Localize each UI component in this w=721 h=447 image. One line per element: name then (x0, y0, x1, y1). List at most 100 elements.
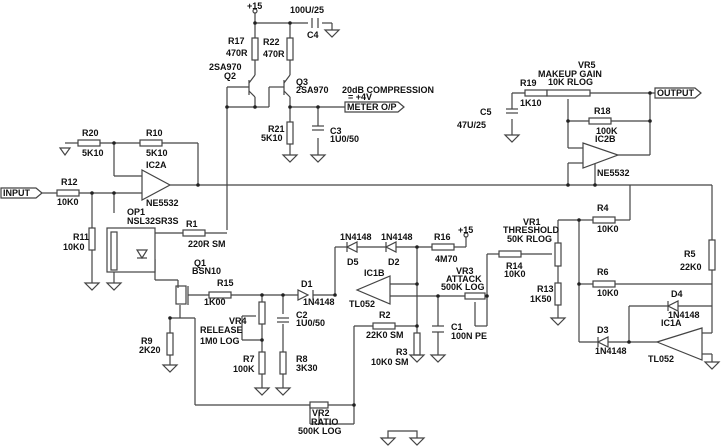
val-C4: 100U/25 (290, 5, 324, 15)
val-Q1: BSN10 (192, 266, 221, 276)
val-D3: 1N4148 (595, 346, 627, 356)
ref-VR1: VR1 (523, 217, 541, 227)
ref-OP1: OP1 (127, 207, 145, 217)
ground-icon (105, 282, 123, 291)
resistor-R15 (208, 291, 232, 299)
val-R8: 3K30 (296, 363, 318, 373)
resistor-R19 (524, 89, 548, 97)
output-port (654, 87, 702, 99)
ground-icon (281, 154, 299, 163)
ref-R8: R8 (296, 354, 308, 364)
val-C2: 1U0/50 (296, 318, 325, 328)
resistor-R12 (56, 189, 80, 197)
opto-ldr (110, 231, 118, 271)
val-VR1: 50K RLOG (507, 234, 552, 244)
val-R19: 1K10 (520, 98, 542, 108)
diode-D5 (345, 241, 358, 253)
input-port (0, 187, 43, 199)
val-VR5: 10K RLOG (548, 77, 593, 87)
diode-D4 (666, 300, 679, 312)
supply-label: +15 (458, 225, 473, 235)
val-R22: 470R (263, 49, 285, 59)
ref-R4: R4 (597, 203, 609, 213)
val-R17: 470R (226, 48, 248, 58)
opamp-IC2A (141, 168, 172, 202)
ref-D2: D2 (388, 257, 400, 267)
ref-R20: R20 (82, 128, 99, 138)
name-VR5: MAKEUP GAIN (538, 69, 602, 79)
ref-VR2: VR2 (312, 408, 330, 418)
ref-D5: D5 (347, 257, 359, 267)
val-R16: 4M70 (435, 254, 458, 264)
val-R4: 10K0 (597, 224, 619, 234)
ref-R10: R10 (146, 128, 163, 138)
resistor-R14 (498, 250, 522, 258)
ref-C2: C2 (296, 310, 308, 320)
ground-icon (379, 437, 397, 446)
resistor-R20 (77, 139, 101, 147)
ref-IC2B: IC2B (595, 134, 616, 144)
ports (0, 87, 702, 199)
val-D2: 1N4148 (381, 232, 413, 242)
resistor-R6 (592, 280, 616, 288)
ref-R9: R9 (141, 336, 153, 346)
ref-Q1: Q1 (194, 258, 206, 268)
ref-IC2A: IC2A (146, 160, 167, 170)
val-C3: 1U0/50 (330, 134, 359, 144)
val-R3: 10K0 SM (371, 357, 409, 367)
ref-D4: D4 (671, 289, 683, 299)
meter-label: METER O/P (347, 102, 397, 112)
pot-VR4 (258, 301, 266, 325)
wires (42, 13, 713, 425)
ref-VR3: VR3 (456, 266, 474, 276)
meter-port (344, 101, 405, 113)
val-C5: 47U/25 (457, 120, 486, 130)
val-VR4: 1M0 LOG (200, 336, 240, 346)
ground-icon (703, 361, 721, 370)
name-VR4: RELEASE (200, 325, 243, 335)
pot-VR1 (554, 242, 562, 267)
ref-R17: R17 (228, 36, 245, 46)
val-R7: 100K (233, 364, 255, 374)
output-label: OUTPUT (657, 88, 695, 98)
ref-R18: R18 (594, 106, 611, 116)
ref-R3: R3 (396, 347, 408, 357)
val-R5: 22K0 (680, 262, 702, 272)
val-R21: 5K10 (261, 133, 283, 143)
compression-note-2: = +4V (348, 92, 372, 102)
ground-icon (274, 387, 292, 396)
ref-R1: R1 (186, 219, 198, 229)
opamp-IC2B (582, 142, 620, 169)
val-VR2: 500K LOG (298, 426, 342, 436)
val-VR3: 500K LOG (441, 282, 485, 292)
resistor-R5 (708, 239, 716, 271)
name-VR1: THRESHOLD (503, 225, 560, 235)
diode-D3 (596, 336, 609, 348)
ref-D1: D1 (301, 279, 313, 289)
ground-icon (323, 29, 341, 38)
mosfet-Q1 (175, 285, 187, 305)
ref-R16: R16 (434, 232, 451, 242)
ref-R7: R7 (243, 354, 255, 364)
ref-IC1B: IC1B (364, 268, 385, 278)
name-VR2: RATIO (311, 417, 338, 427)
val-R12: 10K0 (57, 197, 79, 207)
val-R18: 100K (596, 126, 618, 136)
ground-icon (549, 317, 567, 326)
ref-R2: R2 (379, 310, 391, 320)
val-R13: 1K50 (530, 294, 552, 304)
supply-terminal-icon (463, 232, 469, 238)
val-R14: 10K0 (504, 269, 526, 279)
ref-C5: C5 (480, 107, 492, 117)
val-R20: 5K10 (82, 148, 104, 158)
resistor-R16 (431, 243, 455, 251)
val-R9: 2K20 (139, 345, 161, 355)
val-IC2B: NE5532 (597, 168, 630, 178)
resistor-R13 (554, 282, 562, 306)
ground-symbols (58, 8, 721, 446)
ref-Q3: Q3 (296, 77, 308, 87)
resistor-R18 (588, 117, 612, 125)
resistor-R1 (182, 229, 206, 237)
diode-D1 (297, 289, 310, 301)
